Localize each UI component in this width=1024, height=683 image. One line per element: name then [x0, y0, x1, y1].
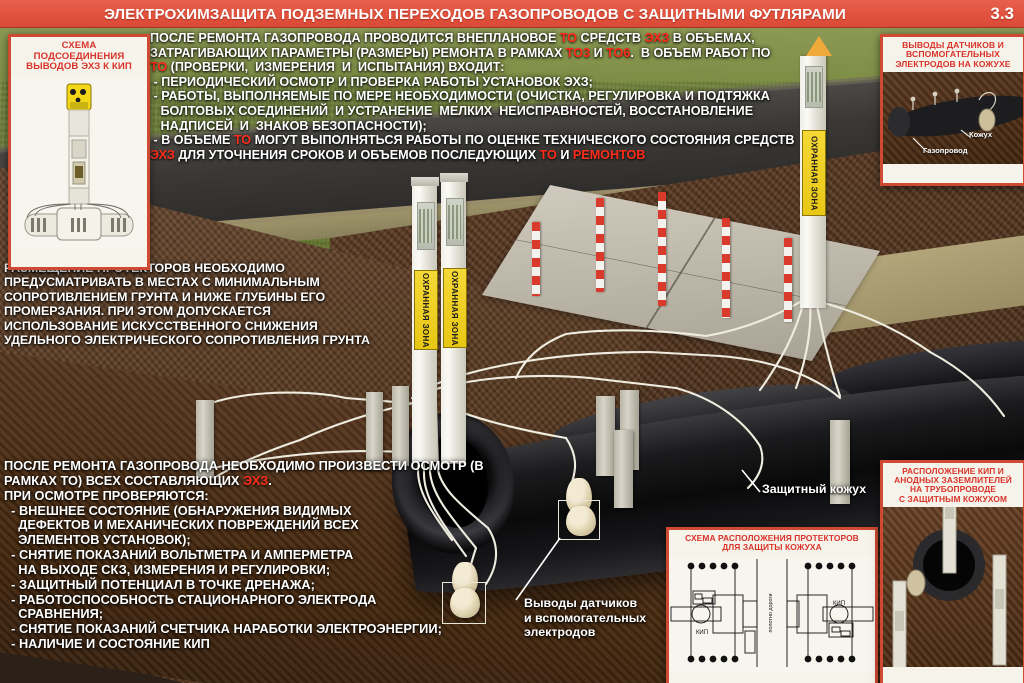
text-block-top-maintenance: ПОСЛЕ РЕМОНТА ГАЗОПРОВОДА ПРОВОДИТСЯ ВНЕ…: [150, 31, 892, 162]
body-text-run: И: [590, 45, 607, 60]
body-text-run: . В ОБЪЕМ РАБОТ ПО: [630, 45, 771, 60]
kip-warning-label: ОХРАННАЯ ЗОНА: [801, 130, 827, 216]
panel-figure: КИП КИП полотно дороги: [669, 555, 875, 674]
panel-kip-connection-scheme: СХЕМА ПОДСОЕДИНЕНИЯ ВЫВОДОВ ЭХЗ К КИП: [8, 34, 150, 270]
text-block-inspection-checklist: ПОСЛЕ РЕМОНТА ГАЗОПРОВОДА НЕОБХОДИМО ПРО…: [4, 458, 524, 652]
svg-text:КИП: КИП: [833, 601, 845, 607]
kip-warning-label: ОХРАННАЯ ЗОНА: [413, 270, 438, 350]
svg-text:полотно дороги: полотно дороги: [768, 594, 774, 633]
highlighted-term: ТО6: [606, 45, 631, 60]
panel-label-casing: Кожух: [969, 130, 993, 140]
callout-sensor-leads: Выводы датчиков и вспомогательных электр…: [524, 596, 647, 640]
panel-protector-layout-scheme: СХЕМА РАСПОЛОЖЕНИЯ ПРОТЕКТОРОВ ДЛЯ ЗАЩИТ…: [666, 527, 878, 683]
page-title: ЭЛЕКТРОХИМЗАЩИТА ПОДЗЕМНЫХ ПЕРЕХОДОВ ГАЗ…: [104, 5, 846, 23]
highlighted-term: ТО3: [565, 45, 591, 60]
highlighted-term: ТО: [150, 60, 168, 75]
page-number: 3.3: [990, 4, 1014, 23]
poster-title-bar: ЭЛЕКТРОХИМЗАЩИТА ПОДЗЕМНЫХ ПЕРЕХОДОВ ГАЗ…: [0, 0, 1024, 28]
casing-sensor-diagram: [887, 88, 1023, 153]
marker-post: [532, 222, 540, 296]
kip-warning-label: ОХРАННАЯ ЗОНА: [442, 268, 467, 348]
body-text-run: РАЗМЕЩЕНИЕ ПРОТЕКТОРОВ НЕОБХОДИМО ПРЕДУС…: [4, 261, 370, 347]
kip-post-cap: [410, 177, 439, 186]
anode-block: [830, 420, 850, 504]
kip-connection-diagram: [24, 83, 134, 241]
sensor-lead-highlight-box: [442, 582, 486, 624]
panel-sensor-leads-on-casing: ВЫВОДЫ ДАТЧИКОВ И ВСПОМОГАТЕЛЬНЫХ ЭЛЕКТР…: [880, 34, 1024, 186]
panel-heading: РАСПОЛОЖЕНИЕ КИП И АНОДНЫХ ЗАЗЕМЛИТЕЛЕЙ …: [894, 466, 1012, 504]
highlighted-term: ЭХЗ: [150, 147, 175, 162]
highlighted-term: ТО: [559, 31, 578, 45]
body-text-run: В ОБЪЕМАХ, ЗАТРАГИВАЮЩИХ ПАРАМЕТРЫ (РАЗМ…: [150, 31, 755, 60]
kip-post-cone-cap: [806, 36, 832, 56]
kip-anode-layout-diagram: [892, 506, 1007, 667]
marker-post: [722, 218, 730, 318]
callout-protective-casing: Защитный кожух: [762, 482, 867, 496]
reference-electrode-bead: [566, 506, 596, 536]
panel-heading: СХЕМА РАСПОЛОЖЕНИЯ ПРОТЕКТОРОВ ДЛЯ ЗАЩИТ…: [669, 530, 875, 556]
body-text-run: ПОСЛЕ РЕМОНТА ГАЗОПРОВОДА ПРОВОДИТСЯ ВНЕ…: [150, 31, 560, 45]
panel-kip-anode-layout: РАСПОЛОЖЕНИЕ КИП И АНОДНЫХ ЗАЗЕМЛИТЕЛЕЙ …: [880, 460, 1024, 683]
grass-far-surface: [0, 28, 1024, 82]
body-text-run: МОГУТ ВЫПОЛНЯТЬСЯ РАБОТЫ ПО ОЦЕНКЕ ТЕХНИ…: [254, 133, 795, 148]
body-text-run: И: [556, 147, 573, 162]
panel-heading: ВЫВОДЫ ДАТЧИКОВ И ВСПОМОГАТЕЛЬНЫХ ЭЛЕКТР…: [895, 40, 1011, 69]
marker-post: [784, 238, 792, 322]
highlighted-term: РЕМОНТОВ: [572, 147, 646, 162]
kip-post-far-right: ОХРАННАЯ ЗОНА: [800, 56, 827, 308]
text-block-protector-placement: РАЗМЕЩЕНИЕ ПРОТЕКТОРОВ НЕОБХОДИМО ПРЕДУС…: [4, 261, 404, 347]
highlighted-term: ТО: [233, 133, 252, 148]
kip-post-window: [804, 66, 824, 108]
protector-layout-diagram: КИП КИП полотно дороги: [670, 559, 874, 668]
marker-post: [596, 198, 604, 292]
marker-post: [658, 192, 666, 306]
body-text-run: . ПРИ ОСМОТРЕ ПРОВЕРЯЮТСЯ: - ВНЕШНЕЕ СОС…: [4, 472, 442, 652]
highlighted-term: ЭХЗ: [644, 31, 670, 45]
svg-text:КИП: КИП: [696, 630, 708, 636]
panel-figure: [11, 75, 147, 248]
kip-post-window: [445, 198, 464, 246]
panel-figure: Кожух Газопровод: [883, 72, 1023, 165]
anode-block: [596, 396, 615, 476]
kip-post-cap: [439, 173, 468, 182]
sensor-lead-highlight-box: [558, 500, 600, 540]
kip-post-window: [416, 202, 435, 250]
panel-heading: СХЕМА ПОДСОЕДИНЕНИЯ ВЫВОДОВ ЭХЗ К КИП: [26, 40, 132, 73]
highlighted-term: ТО: [539, 147, 557, 162]
body-text-run: (ПРОВЕРКИ, ИЗМЕРЕНИЯ И ИСПЫТАНИЯ) ВХОДИТ…: [153, 60, 770, 148]
panel-figure: [883, 506, 1023, 667]
anode-block: [614, 430, 633, 508]
body-text-run: ДЛЯ УТОЧНЕНИЯ СРОКОВ И ОБЪЕМОВ ПОСЛЕДУЮЩ…: [174, 147, 540, 162]
body-text-run: СРЕДСТВ: [577, 31, 645, 45]
panel-label-pipeline: Газопровод: [923, 146, 968, 156]
